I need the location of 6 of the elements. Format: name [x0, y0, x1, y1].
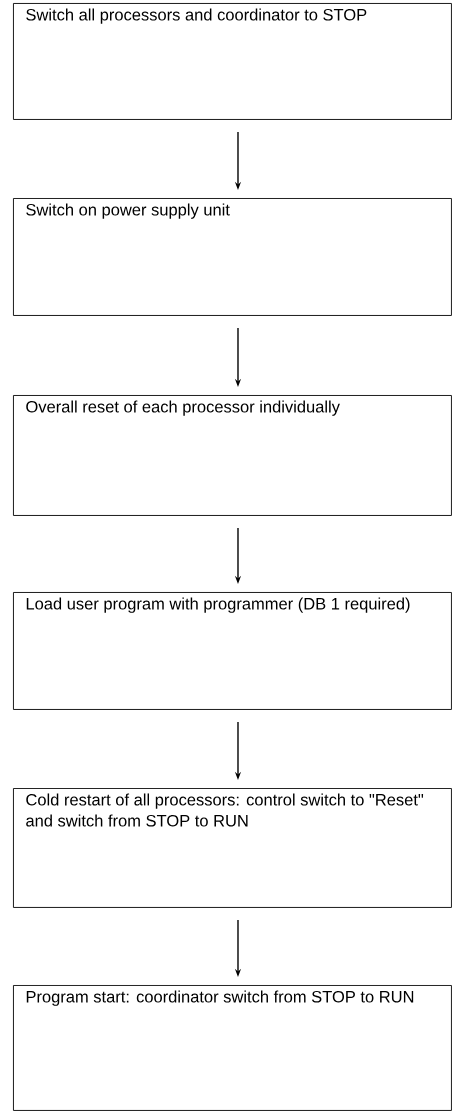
- process-box: Switch on power supply unit: [13, 198, 452, 316]
- process-box: Overall reset of each processor individually: [13, 395, 452, 516]
- process-box: Switch all processors and coordinator to STOP: [13, 3, 452, 120]
- process-box: Load user program with programmer (DB 1 required): [13, 592, 452, 710]
- process-box: Cold restart of all processors: control switch to "Reset" and switch from STOP to RUN: [13, 788, 452, 908]
- process-box: Program start: coordinator switch from STOP to RUN: [13, 985, 452, 1111]
